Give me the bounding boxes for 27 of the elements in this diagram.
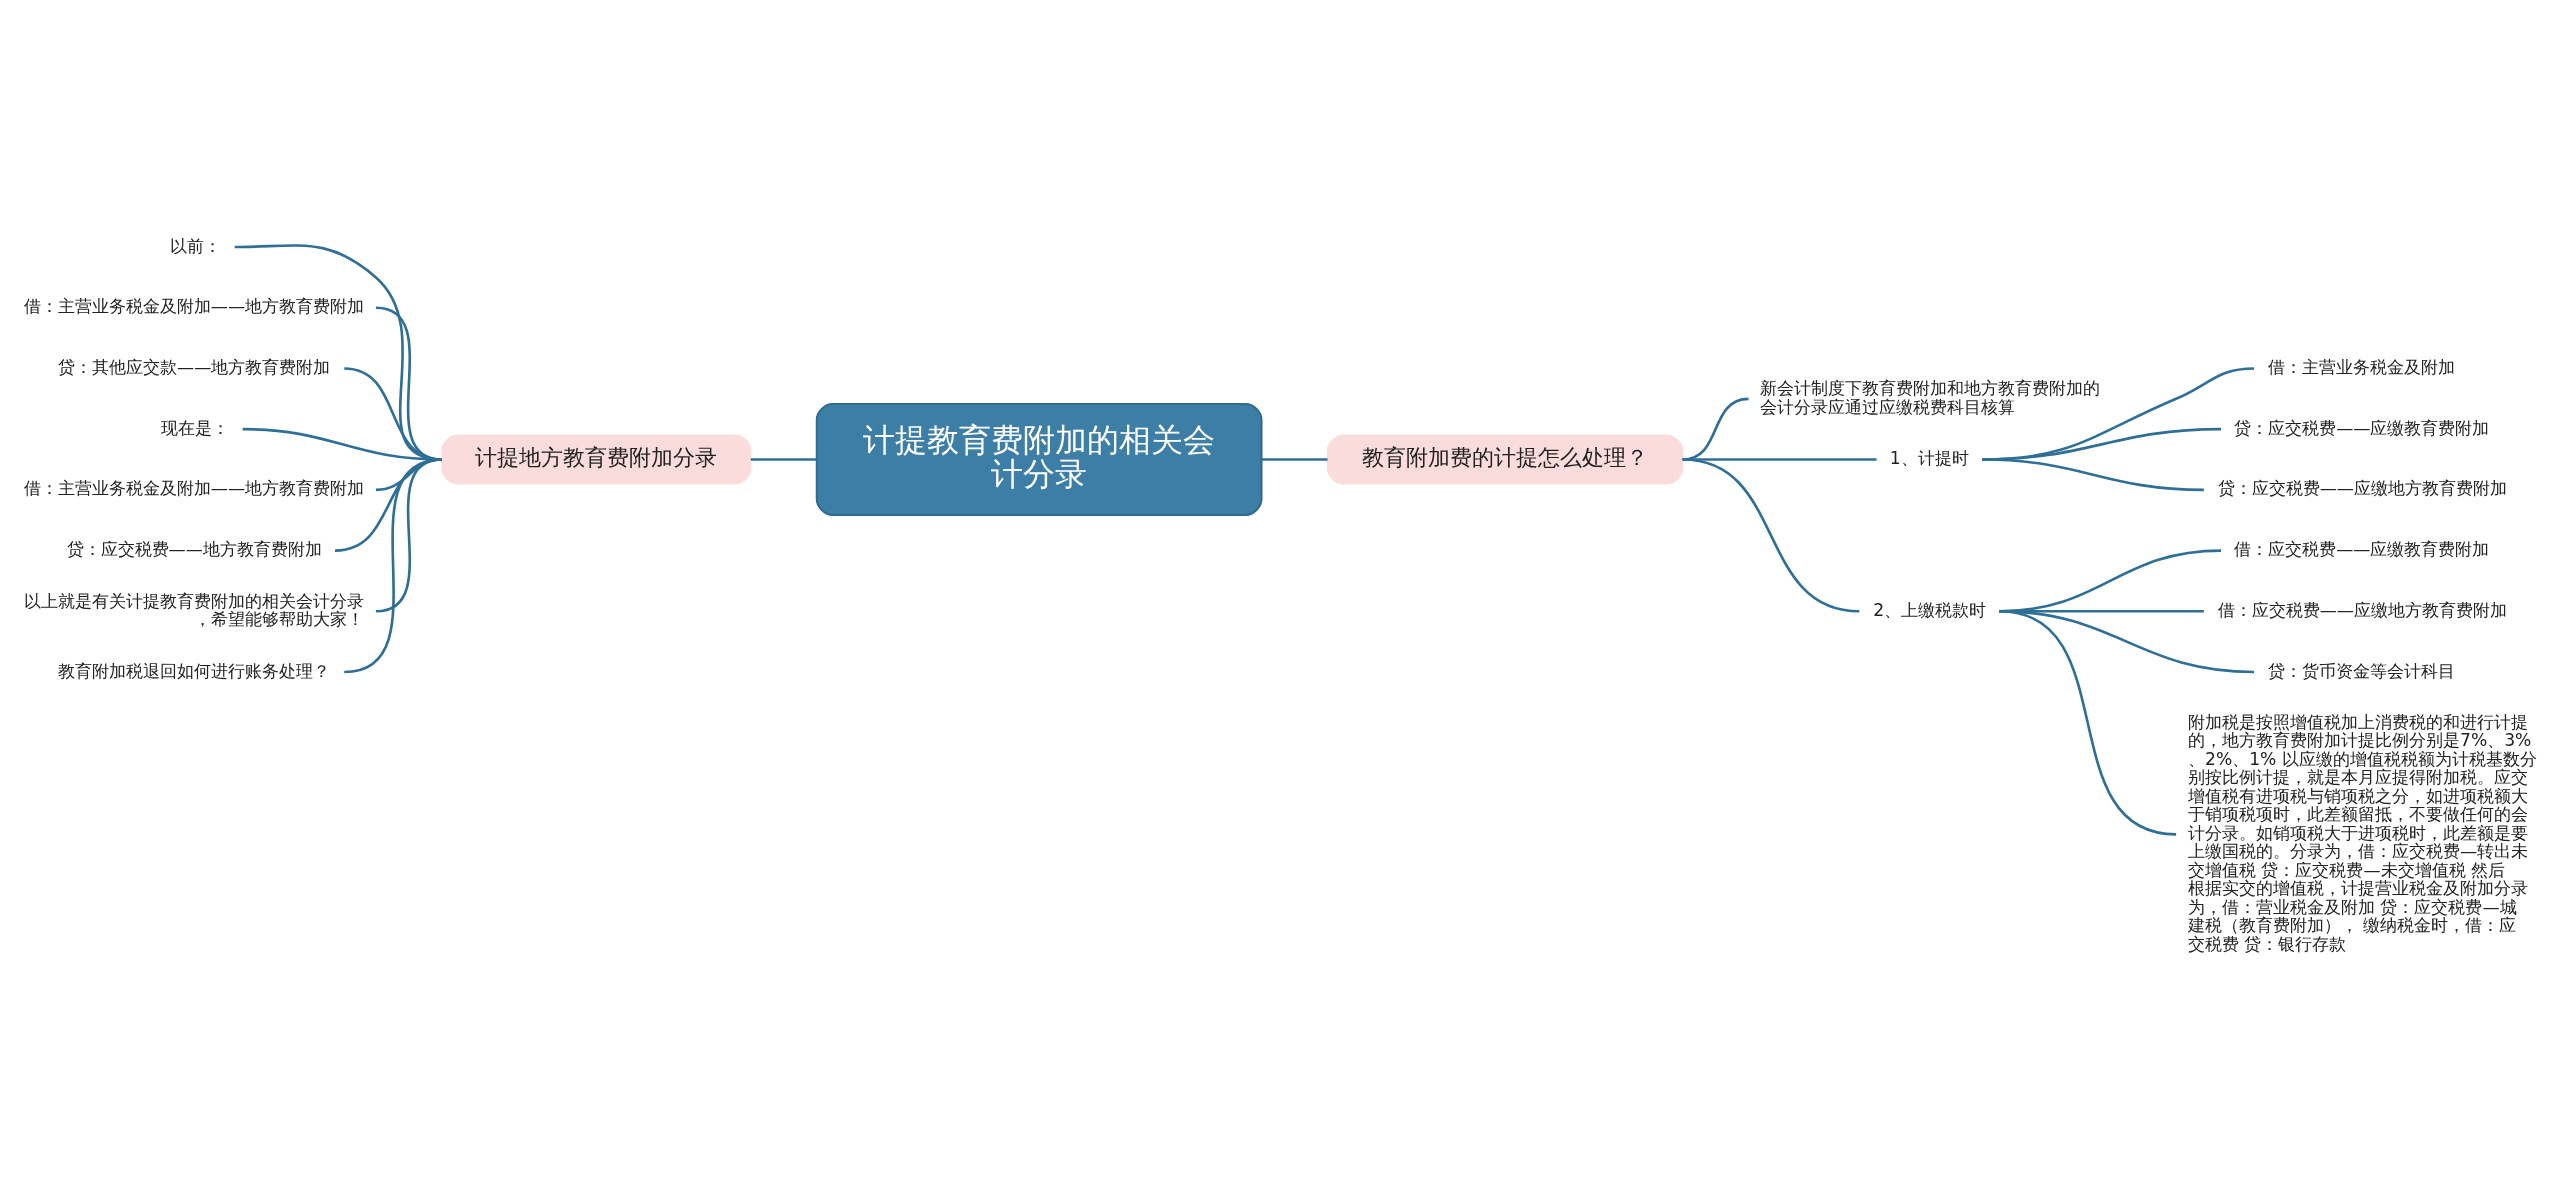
connector [1261,457,1328,461]
node-text: 以上就是有关计提教育费附加的相关会计分录，希望能够帮助大家！ [24,590,365,629]
node-box: 计提教育费附加的相关会计分录 [815,402,1263,516]
node-text: 附加税是按照增值税加上消费税的和进行计提的，地方教育费附加计提比例分别是7%、3%、2%、1% 以应缴的增值税税额为计税基数分别按比例计提，就是本月应提得附加税。应交增值税有进项税与销项税之分，如进项税额大于销项税项时，此差额留抵，不要做任何的会计分录。如销项税大于进项税时，此差额是要上缴国税的。分录为，借：应交税费—转出未交增值税 贷：应交税费—未交增值税 然后根据实交的增值税，计提营业税金及附加分录为，借：营业税金及附加 贷：应交税费—城建税（教育费附加）， 缴纳税金时，借：应交税费 贷：银行存款 [2188,711,2537,954]
node-text: 贷：应交税费——应缴教育费附加 [2234,417,2490,438]
node-box: 计提地方教育费附加分录 [441,433,752,485]
connector [344,457,443,673]
node-text: 1、计提时 [1889,447,1969,468]
node-box: 教育附加费的计提怎么处理？ [1326,433,1684,485]
node-text: 贷：应交税费——应缴地方教育费附加 [2217,477,2507,498]
node-text: 贷：其他应交款——地方教育费附加 [58,356,331,377]
node-text: 新会计制度下教育费附加和地方教育费附加的会计分录应通过应缴税费科目核算 [1760,377,2101,417]
connector [1982,457,2204,491]
node-text: 借：应交税费——应缴地方教育费附加 [2217,599,2507,620]
connector [750,457,817,461]
connector [1999,609,2177,836]
node-text: 贷：货币资金等会计科目 [2267,659,2455,680]
node-text: 以前： [169,235,221,256]
node-text: 借：主营业务税金及附加 [2267,356,2455,377]
connector [1682,457,1860,613]
node-text: 借：主营业务税金及附加——地方教育费附加 [23,477,365,498]
node-text: 2、上缴税款时 [1873,599,1987,620]
node-text: 现在是： [161,417,230,438]
node-text: 贷：应交税费——地方教育费附加 [66,538,322,559]
node-text: 借：主营业务税金及附加——地方教育费附加 [23,295,365,316]
node-text: 教育附加税退回如何进行账务处理？ [58,659,331,680]
node-text: 借：应交税费——应缴教育费附加 [2234,538,2490,559]
